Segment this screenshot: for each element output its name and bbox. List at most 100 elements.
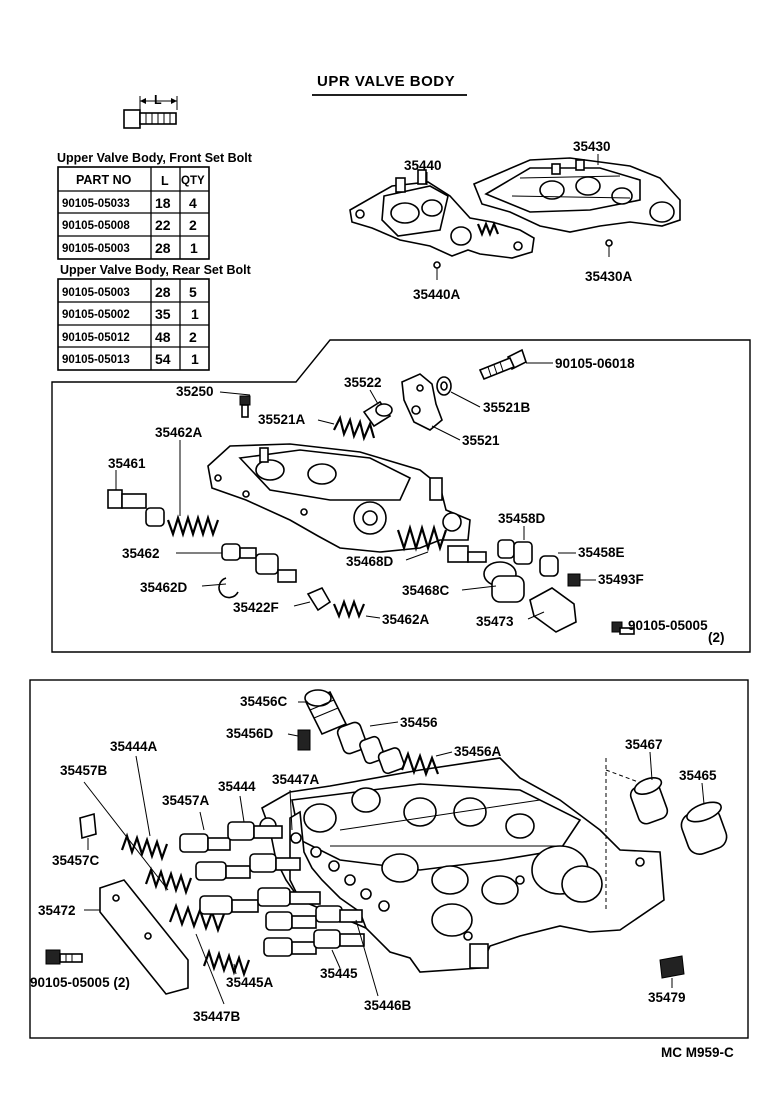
sleeve-35467-drawing — [629, 777, 669, 825]
spring-35457B-drawing — [144, 866, 193, 896]
sleeve-35522-drawing — [362, 400, 393, 428]
label-35465: 35465 — [679, 768, 717, 783]
clip-35462D-drawing — [218, 577, 239, 599]
label-35462A-bottom: 35462A — [382, 612, 430, 627]
label-35521: 35521 — [462, 433, 500, 448]
label-35521B: 35521B — [483, 400, 531, 415]
retainer-35493F-drawing — [567, 573, 581, 587]
spring-35445A-drawing — [202, 948, 251, 978]
diagram-title: UPR VALVE BODY — [317, 73, 455, 90]
label-90105-05005-bottom: 90105-05005 (2) — [30, 975, 130, 990]
label-35456D: 35456D — [226, 726, 274, 741]
spring-35462A-bottom-drawing — [332, 598, 366, 620]
label-35462: 35462 — [122, 546, 160, 561]
bolt-dimension-icon — [123, 96, 178, 129]
check-ball-35430A — [605, 239, 613, 247]
cover-35473-drawing — [529, 587, 577, 633]
rear-row-1-l: 28 — [155, 284, 171, 300]
rear-row-2-part: 90105-05002 — [62, 309, 130, 321]
label-35445A: 35445A — [226, 975, 274, 990]
label-35467: 35467 — [625, 737, 663, 752]
rear-row-4-l: 54 — [155, 351, 171, 367]
valve-body-middle-drawing — [207, 443, 471, 553]
front-row-1-qty: 4 — [189, 195, 197, 211]
label-35462A-top: 35462A — [155, 425, 203, 440]
bottom-section-frame — [29, 679, 749, 1039]
label-35468D: 35468D — [346, 554, 394, 569]
rear-row-4-part: 90105-05013 — [62, 354, 130, 366]
front-row-1-l: 18 — [155, 195, 171, 211]
label-35457B: 35457B — [60, 763, 108, 778]
label-35447A: 35447A — [272, 772, 320, 787]
check-ball-35440A — [433, 261, 441, 269]
label-35473: 35473 — [476, 614, 514, 629]
plug-35456D-drawing — [297, 729, 311, 751]
label-35440A: 35440A — [413, 287, 461, 302]
plug-35479-drawing — [659, 955, 685, 979]
label-35472: 35472 — [38, 903, 76, 918]
front-row-1-part: 90105-05033 — [62, 198, 130, 210]
label-35250: 35250 — [176, 384, 214, 399]
rear-row-1-part: 90105-05003 — [62, 287, 130, 299]
spring-35444A-drawing — [120, 832, 169, 862]
rear-row-3-qty: 2 — [189, 329, 197, 345]
spring-35468D-drawing — [396, 524, 448, 552]
label-35522: 35522 — [344, 375, 382, 390]
footer-code: MC M959-C — [661, 1045, 734, 1060]
label-35468C: 35468C — [402, 583, 450, 598]
label-35444A: 35444A — [110, 739, 158, 754]
label-35456C: 35456C — [240, 694, 288, 709]
label-35446B: 35446B — [364, 998, 412, 1013]
bolt-90105-05005-mid-drawing — [611, 621, 635, 635]
label-35479: 35479 — [648, 990, 686, 1005]
label-35457A: 35457A — [162, 793, 210, 808]
front-table-caption: Upper Valve Body, Front Set Bolt — [57, 151, 253, 165]
rear-row-3-part: 90105-05012 — [62, 332, 130, 344]
label-90105-05005-mid: 90105-05005 — [628, 618, 708, 633]
front-row-3-qty: 1 — [190, 240, 198, 256]
front-row-2-part: 90105-05008 — [62, 220, 130, 232]
rear-row-1-qty: 5 — [189, 284, 197, 300]
label-35456A: 35456A — [454, 744, 502, 759]
retainer-35422F-drawing — [306, 586, 332, 612]
label-35462D: 35462D — [140, 580, 188, 595]
bolt-length-label: L — [154, 93, 162, 107]
valve-35456-drawing — [336, 721, 405, 775]
bolt-90105-06018-drawing — [478, 348, 527, 381]
assembly-guide-line — [605, 758, 661, 910]
label-35447B: 35447B — [193, 1009, 241, 1024]
label-35457C: 35457C — [52, 853, 100, 868]
spring-35456A-drawing — [400, 750, 440, 778]
front-row-2-l: 22 — [155, 217, 171, 233]
rear-row-2-l: 35 — [155, 306, 171, 322]
label-35445: 35445 — [320, 966, 358, 981]
bolt-90105-05005-bottom-drawing — [45, 949, 83, 965]
valve-35462-drawing — [221, 543, 297, 583]
front-row-2-qty: 2 — [189, 217, 197, 233]
plug-35457C-drawing — [79, 812, 97, 840]
label-35422F: 35422F — [233, 600, 279, 615]
valve-35461-drawing — [107, 489, 165, 527]
front-table-header-part: PART NO — [76, 173, 132, 187]
rear-row-2-qty: 1 — [191, 306, 199, 322]
rear-row-3-l: 48 — [155, 329, 171, 345]
middle-section-frame — [51, 339, 751, 653]
label-35521A: 35521A — [258, 412, 306, 427]
label-35440: 35440 — [404, 158, 442, 173]
plug-35458D-drawing — [497, 539, 533, 565]
plate-35521-drawing — [401, 373, 443, 431]
label-35458E: 35458E — [578, 545, 625, 560]
front-bolt-table — [57, 166, 210, 260]
spring-35521A-drawing — [333, 414, 376, 442]
label-90105-05005-mid-qty: (2) — [708, 630, 725, 645]
rear-row-4-qty: 1 — [191, 351, 199, 367]
front-table-header-qty: QTY — [181, 175, 205, 187]
label-35430A: 35430A — [585, 269, 633, 284]
label-35461: 35461 — [108, 456, 146, 471]
rear-table-caption: Upper Valve Body, Rear Set Bolt — [60, 263, 252, 277]
valve-35468C-drawing — [447, 545, 525, 603]
plug-35250-drawing — [239, 395, 251, 418]
valves-group-drawing — [179, 821, 365, 957]
label-35458D: 35458D — [498, 511, 546, 526]
